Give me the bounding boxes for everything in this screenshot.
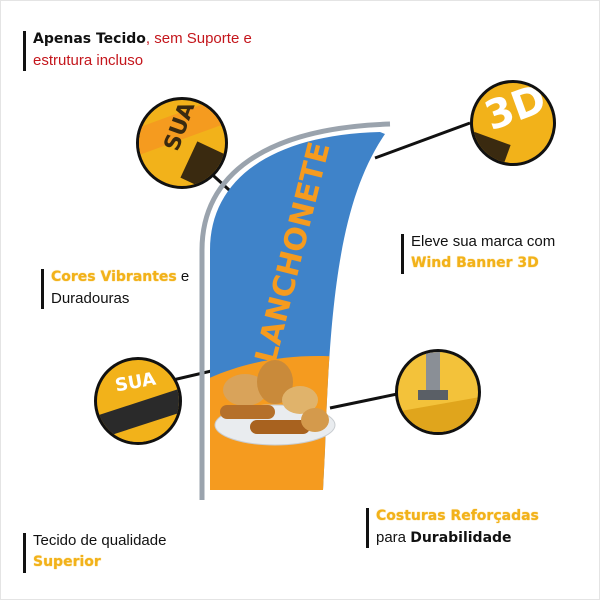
label-bar	[401, 234, 404, 274]
label-cores-rest: e	[176, 268, 190, 285]
label-tecido-qualidade: Tecido de qualidade Superior	[23, 530, 233, 573]
label-tecido-highlight: Superior	[33, 554, 101, 570]
label-cores-highlight: Cores Vibrantes	[51, 269, 177, 285]
label-apenas-tecido-bold: Apenas Tecido	[33, 31, 146, 47]
label-cores-line2: Duradouras	[51, 290, 130, 307]
label-costuras-pre: para	[376, 529, 411, 546]
zoom-circle-sewing	[395, 349, 481, 435]
label-eleve-line1: Eleve sua marca com	[411, 233, 556, 250]
zoom-circle-colors-text: SUA	[113, 368, 158, 397]
label-costuras-bold: Durabilidade	[410, 530, 512, 546]
label-cores-vibrantes: Cores Vibrantes e Duradouras	[41, 266, 251, 309]
food-item	[250, 420, 310, 434]
label-eleve-marca: Eleve sua marca com Wind Banner 3D	[401, 231, 591, 274]
connector-line-costuras	[329, 391, 403, 410]
food-item	[282, 386, 318, 414]
label-eleve-highlight: Wind Banner 3D	[411, 255, 539, 271]
label-tecido-line1: Tecido de qualidade	[33, 532, 167, 549]
label-bar	[41, 269, 44, 309]
label-costuras-highlight: Costuras Reforçadas	[376, 508, 539, 524]
label-costuras: Costuras Reforçadas para Durabilidade	[366, 505, 576, 549]
label-apenas-tecido: Apenas Tecido, sem Suporte e estrutura i…	[23, 28, 293, 71]
connector-line-3d	[374, 121, 471, 160]
wind-banner-flag: LANCHONETE	[199, 121, 391, 500]
label-apenas-tecido-line2: estrutura incluso	[33, 52, 144, 69]
food-item	[301, 408, 329, 432]
food-item	[257, 360, 293, 404]
zoom-circle-3d: 3D	[470, 80, 556, 166]
label-apenas-tecido-rest: , sem Suporte e	[145, 30, 252, 47]
flag-pole	[199, 121, 391, 500]
zoom-circle-3d-text: 3D	[478, 80, 553, 141]
zoom-circle-colors: SUA	[94, 357, 182, 445]
food-item	[220, 405, 275, 419]
label-bar	[23, 31, 26, 71]
label-bar	[23, 533, 26, 573]
label-bar	[366, 508, 369, 548]
zoom-circle-fabric: SUA	[136, 97, 228, 189]
food-item	[223, 374, 267, 406]
